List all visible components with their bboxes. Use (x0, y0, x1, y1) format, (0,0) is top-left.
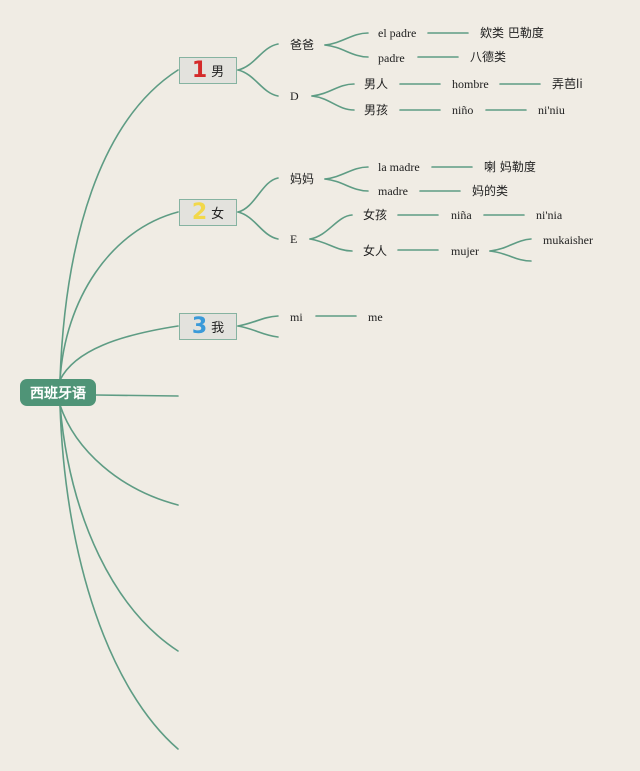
group-mother[interactable]: 妈妈 (290, 172, 315, 186)
link-b1-g2-i1 (311, 83, 355, 97)
node-el-padre[interactable]: el padre (378, 26, 417, 40)
link-b3-g1 (237, 315, 279, 327)
node-madre-pron[interactable]: 妈的类 (472, 184, 509, 198)
link-b1-g2-i2 (311, 95, 355, 111)
link-b2-g2 (237, 211, 279, 240)
node-la-madre[interactable]: la madre (378, 160, 420, 174)
number-3-icon: 3 (191, 313, 208, 339)
number-2-icon: 2 (191, 199, 208, 225)
link-b2-g1-i2 (324, 178, 369, 192)
link-root-b2 (59, 211, 179, 381)
link-b2-g2-i2-c2a (489, 238, 532, 252)
node-mujer-pron[interactable]: mukaisher (543, 233, 593, 247)
group-mi[interactable]: mi (290, 310, 303, 324)
group-father[interactable]: 爸爸 (290, 38, 315, 52)
link-root-b1 (59, 69, 179, 381)
node-hombre[interactable]: hombre (452, 77, 489, 91)
number-1-icon: 1 (191, 57, 208, 83)
group-e[interactable]: E (290, 232, 298, 246)
link-b2-g2-i1 (309, 214, 353, 240)
node-girl[interactable]: 女孩 (363, 208, 388, 222)
topic-label: 女 (211, 207, 225, 222)
node-madre[interactable]: madre (378, 184, 408, 198)
link-b2-g1-i1 (324, 166, 369, 180)
link-b2-g1 (237, 177, 279, 213)
node-mujer[interactable]: mujer (451, 244, 479, 258)
link-root-empty-1 (95, 394, 179, 397)
link-b1-g1-i2 (324, 44, 369, 58)
node-woman[interactable]: 女人 (363, 244, 388, 258)
link-root-empty-2 (59, 404, 179, 506)
link-b1-g1 (237, 43, 279, 71)
group-d[interactable]: D (290, 89, 299, 103)
link-b2-g2-i2 (309, 238, 353, 252)
topic-label: 我 (211, 321, 225, 336)
node-el-padre-pron[interactable]: 欸类 巴勒度 (480, 26, 544, 40)
link-root-b3 (59, 325, 179, 381)
node-boy[interactable]: 男孩 (364, 103, 389, 117)
node-nina[interactable]: niña (451, 208, 472, 222)
link-b1-g1-i1 (324, 32, 369, 46)
link-root-empty-3 (59, 404, 179, 652)
node-padre-pron[interactable]: 八德类 (470, 50, 507, 64)
node-padre[interactable]: padre (378, 51, 405, 65)
topic-1-male[interactable]: 1 男 (179, 57, 237, 84)
link-root-empty-4 (59, 404, 179, 750)
link-b1-g2 (237, 69, 279, 97)
node-nina-pron[interactable]: ni'nia (536, 208, 563, 222)
topic-3-me[interactable]: 3 我 (179, 313, 237, 340)
link-b3-empty (237, 325, 279, 338)
link-b2-g2-i2-c2b (489, 250, 532, 262)
topic-2-female[interactable]: 2 女 (179, 199, 237, 226)
node-me[interactable]: me (368, 310, 383, 324)
node-hombre-pron[interactable]: 弄芭li (552, 77, 583, 91)
node-nino[interactable]: niño (452, 103, 474, 117)
node-man[interactable]: 男人 (364, 77, 389, 91)
root-node[interactable]: 西班牙语 (20, 379, 96, 406)
node-la-madre-pron[interactable]: 喇 妈勒度 (484, 160, 536, 174)
topic-label: 男 (211, 65, 225, 80)
node-nino-pron[interactable]: ni'niu (538, 103, 565, 117)
